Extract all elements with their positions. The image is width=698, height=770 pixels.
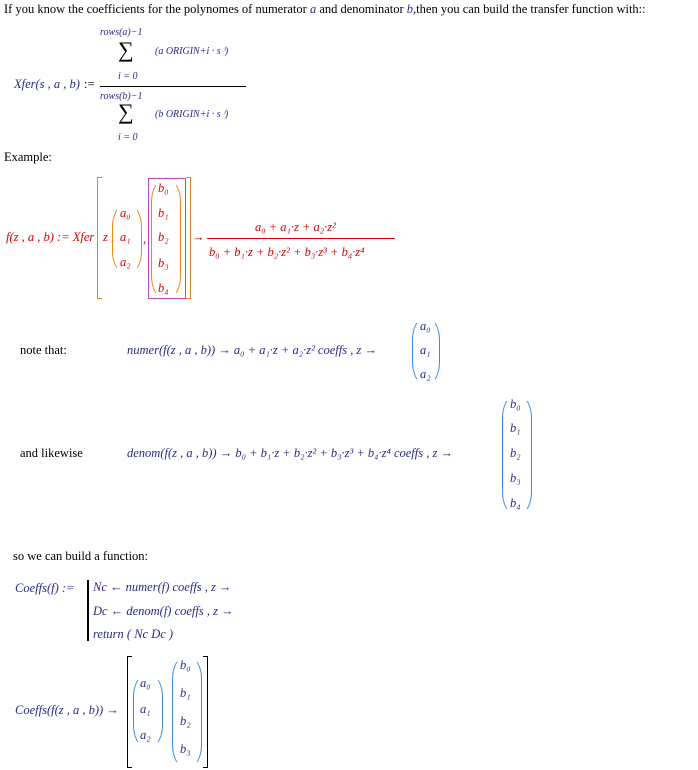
program-bar — [87, 580, 89, 641]
result-denominator: b₀ + b₁·z + b₂·z² + b₃·z³ + b₄·z⁴ — [209, 245, 365, 259]
result-b-item: b₁ — [180, 686, 191, 700]
intro-mid: and denominator — [316, 2, 407, 16]
den-sigma: ∑ — [118, 99, 134, 124]
den-upper: rows(b)−1 — [100, 91, 143, 102]
denom-expr: denom(f(z , a , b)) → b₀ + b₁·z + b₂·z² … — [127, 446, 453, 460]
num-sigma: ∑ — [118, 37, 134, 62]
a-vector-paren — [112, 205, 142, 273]
result-a-paren — [133, 675, 163, 747]
a-vec-item: a₀ — [120, 206, 131, 220]
result-lhs: Coeffs(f(z , a , b)) → — [15, 703, 119, 717]
result-numerator: a₀ + a₁·z + a₂·z² — [255, 220, 336, 234]
intro-a: a — [309, 2, 317, 16]
denom-vec-item: b₀ — [510, 397, 521, 411]
b-vec-item: b₀ — [158, 181, 169, 195]
symbolic-arrow: → — [192, 230, 205, 244]
coeffs-lhs: Coeffs(f) := — [15, 581, 75, 595]
b-vec-item: b₂ — [158, 230, 169, 244]
denom-vec-item: b₃ — [510, 471, 521, 485]
numer-expr: numer(f(z , a , b)) → a₀ + a₁·z + a₂·z² … — [127, 343, 377, 357]
intro-b: b — [406, 2, 414, 16]
xfer-lhs: Xfer(s , a , b) — [14, 77, 80, 91]
program-line: Dc ← denom(f) coeffs , z → — [93, 604, 234, 618]
result-b-paren — [172, 657, 202, 767]
intro-post: ,then you can build the transfer functio… — [413, 2, 646, 16]
f-lhs: f(z , a , b) := Xfer — [6, 230, 95, 244]
note-label: note that: — [20, 343, 67, 357]
numer-vector-paren — [412, 318, 440, 384]
denom-vec-item: b₂ — [510, 446, 521, 460]
result-right-bracket — [203, 656, 208, 768]
num-lower: i = 0 — [118, 71, 138, 82]
program-line: Nc ← numer(f) coeffs , z → — [93, 580, 232, 594]
left-bracket — [97, 177, 102, 299]
denom-vector-paren — [502, 396, 532, 514]
denom-vec-item: b₄ — [510, 496, 521, 510]
program-line: return ( Nc Dc ) — [93, 627, 174, 641]
result-fraction-line — [207, 238, 395, 239]
result-a-item: a₀ — [140, 676, 151, 690]
f-z-arg: z , — [103, 230, 115, 244]
numer-vec-item: a₀ — [420, 319, 431, 333]
result-a-item: a₂ — [140, 728, 151, 742]
numer-vec-item: a₂ — [420, 367, 431, 381]
example-label: Example: — [4, 150, 52, 164]
intro-pre: If you know the coefficients for the pol… — [4, 2, 310, 16]
right-bracket — [186, 177, 191, 299]
result-b-item: b₂ — [180, 714, 191, 728]
xfer-assign: := — [84, 77, 95, 91]
f-comma: , — [143, 232, 147, 246]
den-term: (b ORIGIN+i · s ⁱ) — [155, 109, 229, 120]
num-upper: rows(a)−1 — [100, 27, 143, 38]
a-vec-item: a₂ — [120, 255, 131, 269]
likewise-label: and likewise — [20, 446, 83, 460]
a-vec-item: a₁ — [120, 230, 131, 244]
result-b-item: b₃ — [180, 742, 191, 756]
b-vec-item: b₄ — [158, 281, 169, 295]
b-vector-paren — [151, 180, 181, 298]
b-vec-item: b₁ — [158, 206, 169, 220]
b-vec-item: b₃ — [158, 256, 169, 270]
den-lower: i = 0 — [118, 132, 138, 143]
num-term: (a ORIGIN+i · s ⁱ) — [155, 46, 229, 57]
result-a-item: a₁ — [140, 702, 151, 716]
result-left-bracket — [127, 656, 132, 768]
selection-box — [148, 178, 186, 299]
result-b-item: b₀ — [180, 658, 191, 672]
denom-vec-item: b₁ — [510, 421, 521, 435]
build-label: so we can build a function: — [13, 549, 149, 563]
numer-vec-item: a₁ — [420, 343, 431, 357]
intro-text: If you know the coefficients for the pol… — [4, 2, 646, 17]
xfer-fraction-line — [100, 86, 246, 87]
